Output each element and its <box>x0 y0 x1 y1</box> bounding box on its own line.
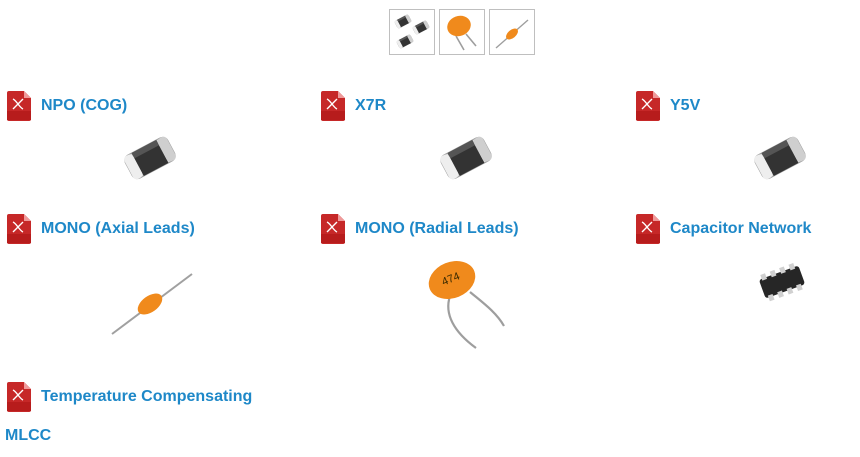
datasheet-link[interactable]: Temperature Compensating <box>7 382 252 412</box>
item-y5v: Y5V <box>636 91 700 121</box>
item-label: Capacitor Network <box>670 220 812 237</box>
thumbnail-radial-capacitor[interactable] <box>439 9 485 55</box>
thumbnail-chip-capacitors[interactable] <box>389 9 435 55</box>
item-label: Temperature Compensating <box>41 388 253 405</box>
axial-capacitor-icon <box>495 19 529 49</box>
datasheet-link[interactable]: X7R <box>321 91 386 121</box>
pdf-icon <box>636 91 660 121</box>
pdf-icon <box>7 214 31 244</box>
item-label: Y5V <box>670 97 701 114</box>
item-label-continued[interactable]: MLCC <box>5 427 52 444</box>
item-label: X7R <box>355 97 387 114</box>
item-label: NPO (COG) <box>41 97 128 114</box>
radial-capacitor-icon <box>447 15 477 51</box>
pdf-icon <box>321 91 345 121</box>
datasheet-link[interactable]: MONO (Axial Leads) <box>7 214 195 244</box>
pdf-icon <box>7 91 31 121</box>
item-npo-cog: NPO (COG) <box>7 91 127 121</box>
item-label: MONO (Radial Leads) <box>355 220 519 237</box>
datasheet-link[interactable]: NPO (COG) <box>7 91 127 121</box>
capacitor-network-icon <box>759 263 805 302</box>
item-temperature-compensating: Temperature Compensating <box>7 382 252 412</box>
datasheet-link[interactable]: Capacitor Network <box>636 214 811 244</box>
item-mono-axial: MONO (Axial Leads) <box>7 214 195 244</box>
chip-capacitor-icon <box>122 135 178 181</box>
thumbnail-strip <box>389 9 535 55</box>
item-label: MONO (Axial Leads) <box>41 220 195 237</box>
datasheet-link[interactable]: MONO (Radial Leads) <box>321 214 519 244</box>
chip-capacitor-icon <box>438 135 494 181</box>
chip-capacitor-icon <box>752 135 808 181</box>
thumbnail-axial-capacitor[interactable] <box>489 9 535 55</box>
pdf-icon <box>636 214 660 244</box>
radial-capacitor-icon: 474 <box>428 261 505 349</box>
chip-capacitors-icon <box>394 14 430 49</box>
datasheet-link[interactable]: Y5V <box>636 91 700 121</box>
item-mono-radial: MONO (Radial Leads) <box>321 214 519 244</box>
pdf-icon <box>7 382 31 412</box>
item-x7r: X7R <box>321 91 386 121</box>
axial-capacitor-icon <box>111 273 193 335</box>
item-capacitor-network: Capacitor Network <box>636 214 811 244</box>
pdf-icon <box>321 214 345 244</box>
